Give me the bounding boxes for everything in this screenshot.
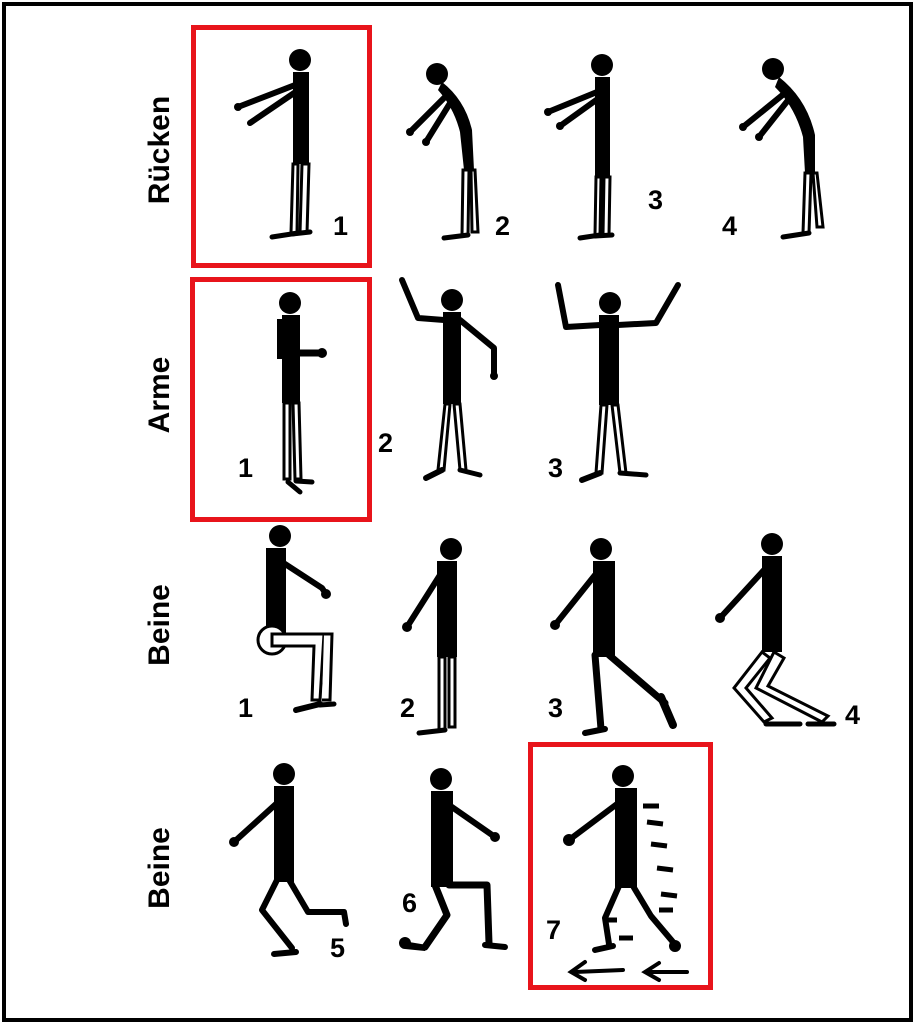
- number-arme-3: 3: [548, 453, 564, 483]
- highlight-box-arme-1: [190, 277, 372, 522]
- highlight-box-beine-7: [528, 742, 713, 990]
- number-arme-2: 2: [378, 428, 394, 458]
- figure-beine-2: [402, 538, 462, 736]
- number-beine-5: 5: [330, 933, 346, 963]
- figure-arme-1: [277, 292, 327, 495]
- figure-arme-2: [399, 277, 498, 481]
- figure-ruecken-1: [234, 49, 313, 240]
- number-beine-6: 6: [402, 888, 418, 918]
- figure-beine-7: [563, 765, 689, 982]
- highlight-box-ruecken-1: [191, 25, 372, 268]
- number-ruecken-1: 1: [333, 211, 349, 241]
- figure-beine-6: [399, 768, 508, 951]
- number-beine-4: 4: [845, 700, 861, 730]
- number-ruecken-3: 3: [648, 185, 664, 215]
- number-beine-2: 2: [400, 693, 416, 723]
- number-beine-3: 3: [548, 693, 564, 723]
- figure-arme-3: [555, 282, 681, 483]
- figure-ruecken-4: [739, 58, 825, 240]
- number-ruecken-4: 4: [722, 211, 738, 241]
- number-arme-1: 1: [238, 453, 254, 483]
- figure-beine-3: [550, 538, 677, 736]
- number-beine-7: 7: [546, 915, 562, 945]
- figure-beine-4: [715, 533, 837, 727]
- figure-ruecken-2: [406, 63, 480, 241]
- figure-ruecken-3: [544, 54, 615, 241]
- figure-beine-5: [229, 763, 349, 957]
- figure-beine-1: [256, 525, 337, 713]
- number-ruecken-2: 2: [495, 211, 511, 241]
- number-beine-1: 1: [238, 693, 254, 723]
